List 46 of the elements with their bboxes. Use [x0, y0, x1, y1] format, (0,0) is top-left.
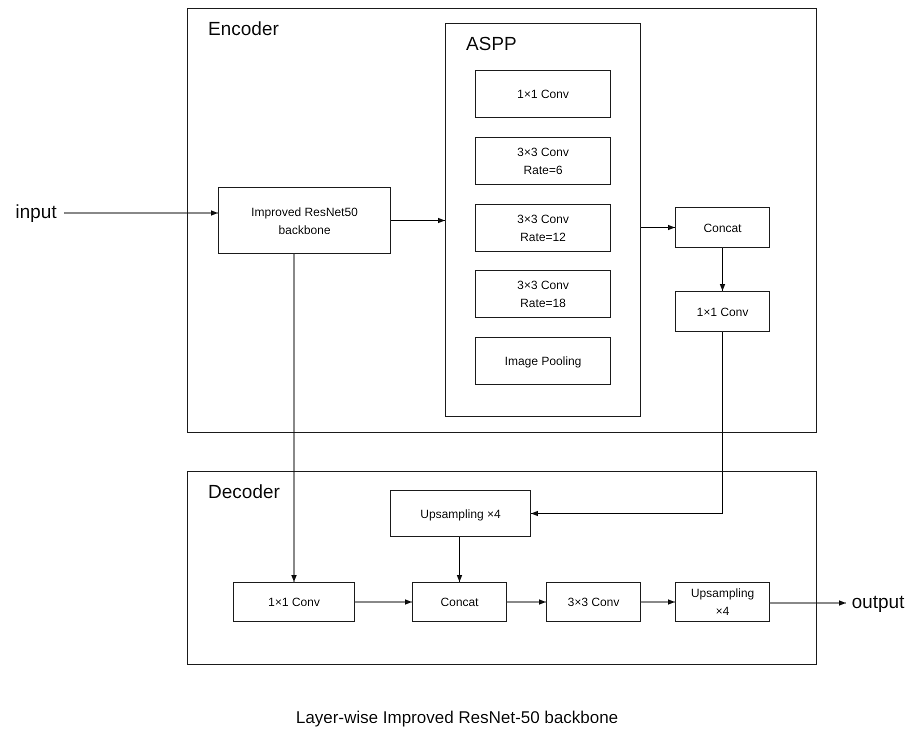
group-container — [187, 8, 817, 433]
process-box — [218, 187, 391, 254]
arrow — [770, 600, 846, 606]
caption: Layer-wise Improved ResNet-50 backbone — [294, 708, 620, 728]
arrow — [456, 536, 462, 582]
group-container — [445, 23, 641, 417]
box-label: 3×3 Conv Rate=6 — [516, 144, 570, 179]
process-box — [475, 204, 611, 252]
arrow — [720, 248, 726, 292]
arrow — [64, 210, 218, 216]
process-box — [233, 582, 355, 622]
arrow — [354, 599, 412, 605]
arrow — [640, 599, 676, 605]
process-box — [475, 137, 611, 185]
io-label: input — [15, 202, 57, 224]
box-label: Upsampling ×4 — [420, 506, 501, 522]
box-label: Improved ResNet50 backbone — [250, 204, 359, 238]
process-box — [675, 207, 770, 248]
arrow — [506, 599, 546, 605]
arrow — [640, 224, 676, 230]
box-label: 1×1 Conv — [517, 86, 569, 103]
group-container — [187, 471, 817, 665]
process-box — [675, 291, 770, 332]
group-title: Decoder — [208, 482, 280, 504]
process-box — [475, 270, 611, 318]
arrow — [390, 218, 446, 224]
process-box — [475, 70, 611, 118]
arrow — [291, 254, 297, 582]
process-box — [475, 337, 611, 385]
group-title: Encoder — [208, 19, 279, 41]
arrow — [530, 332, 723, 516]
box-label: 3×3 Conv Rate=18 — [516, 277, 570, 312]
box-label: Upsampling ×4 — [690, 585, 756, 620]
box-label: 3×3 Conv — [568, 594, 620, 611]
box-label: Concat — [440, 594, 479, 611]
box-label: Image Pooling — [504, 353, 582, 370]
box-label: Concat — [703, 220, 742, 236]
group-title: ASPP — [466, 34, 517, 56]
box-label: 3×3 Conv Rate=12 — [516, 211, 570, 246]
box-label: 1×1 Conv — [696, 304, 748, 320]
io-label: output — [852, 592, 904, 614]
process-box — [412, 582, 507, 622]
process-box — [675, 582, 770, 622]
box-label: 1×1 Conv — [268, 594, 320, 611]
process-box — [546, 582, 641, 622]
process-box — [390, 490, 531, 537]
